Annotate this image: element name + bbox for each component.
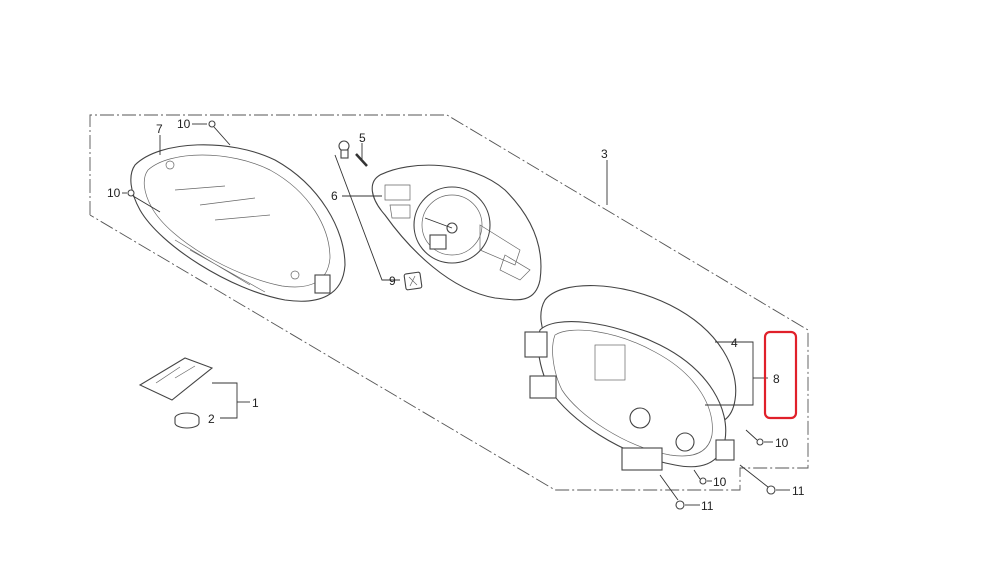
callout-11[interactable]: 11 [792,484,805,498]
assembly-boundary [89,114,809,491]
bulb-socket-part-5[interactable] [338,140,368,167]
callout-10[interactable]: 10 [107,186,121,200]
meter-cover-part-7[interactable] [130,144,346,302]
callout-4[interactable]: 4 [731,336,738,350]
battery-part-2[interactable] [174,412,200,429]
callout-10[interactable]: 10 [177,117,191,131]
leader-lines [122,123,790,506]
callout-10[interactable]: 10 [775,436,789,450]
callout-8[interactable]: 8 [773,372,780,386]
callout-3[interactable]: 3 [601,147,608,161]
remote-key-part-1[interactable] [138,357,214,401]
callout-1[interactable]: 1 [252,396,259,410]
callout-9[interactable]: 9 [389,274,396,288]
indicator-lens-part-9[interactable] [403,271,423,291]
callout-5[interactable]: 5 [359,131,366,145]
callout-7[interactable]: 7 [156,122,163,136]
callout-2[interactable]: 2 [208,412,215,426]
meter-panel-part-6[interactable] [371,164,542,301]
screw-icon [127,120,776,510]
highlight-box [763,330,798,420]
callout-6[interactable]: 6 [331,189,338,203]
callout-11[interactable]: 11 [701,499,714,513]
callout-10[interactable]: 10 [713,475,727,489]
meter-case-part-4[interactable] [524,285,737,471]
